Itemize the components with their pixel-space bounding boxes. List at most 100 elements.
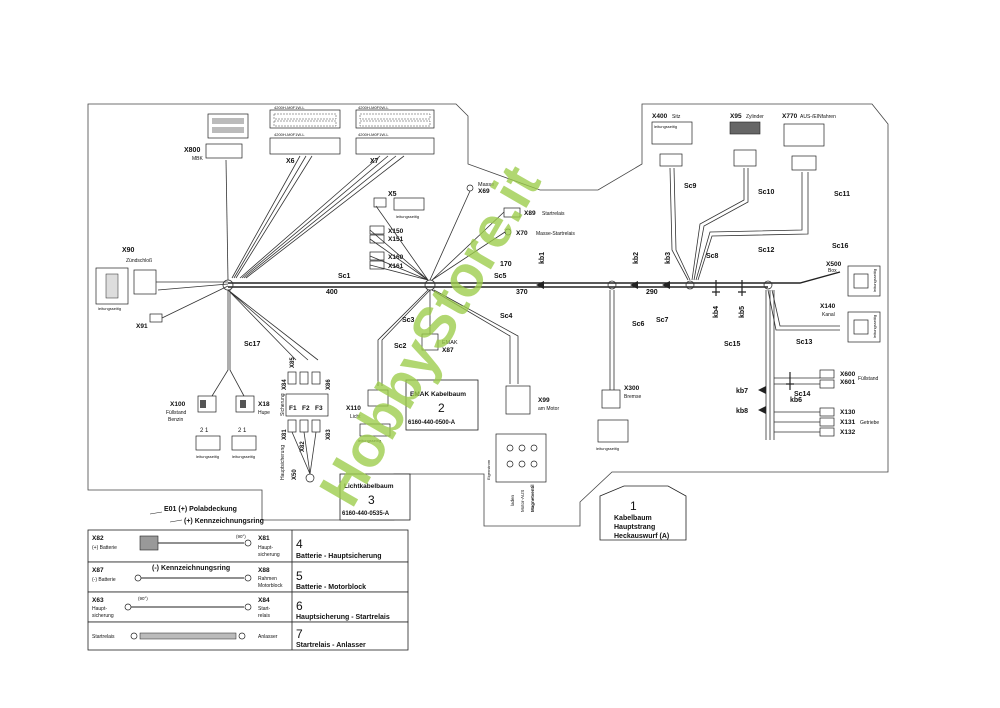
branch-sc13 <box>767 289 840 331</box>
zylinder-label: Zylinder <box>746 114 764 120</box>
branch-sc9 <box>669 167 691 281</box>
sc5-label: Sc5 <box>494 273 507 280</box>
kb6-label: kb6 <box>790 397 802 404</box>
connector-x69[interactable]: Masse X69 <box>466 182 494 195</box>
kb-markers: kb1 kb2 kb3 kb4 kb5 <box>536 252 746 318</box>
x6-top-code: 4200H-M0F1W-L <box>274 105 305 110</box>
x100-leitungsseitig: leitungsseitig <box>196 454 219 459</box>
cable-4-right-name2: sicherung <box>258 552 280 558</box>
x131-label: X131 <box>840 419 856 426</box>
sc2-label: Sc2 <box>394 343 407 350</box>
dim-400: 400 <box>326 289 338 296</box>
cable-4-left-code: X82 <box>92 535 104 542</box>
kb1-label: kb1 <box>539 252 546 264</box>
x85-label: X85 <box>290 357 296 368</box>
x500-label: X500 <box>826 261 842 268</box>
x89-label: X89 <box>524 210 536 217</box>
x7-label: X7 <box>370 158 379 165</box>
x6-bottom-code: 4200H-M0F1W-L <box>274 132 305 137</box>
x100-pins: 2 1 <box>200 428 209 434</box>
fuse-f3: F3 <box>315 405 323 412</box>
cable-6-left-name1: Haupt- <box>92 606 107 612</box>
cable-5-left-name: (-) Batterie <box>92 577 116 583</box>
x7-bottom-code: 4200H-M0F1W-L <box>358 132 389 137</box>
connector-x800[interactable]: X800 MBK <box>184 113 249 162</box>
branch-sc14 <box>774 377 820 385</box>
licht-kabelbaum-box: Lichtkabelbaum 3 6160-440-0535-A <box>339 473 411 521</box>
connector-x99[interactable]: X99 am Motor Eigenstrom Magnetventil Mot… <box>486 385 559 512</box>
cable-6-right-name1: Start- <box>258 606 271 612</box>
dim-170: 170 <box>500 261 512 268</box>
connector-x5[interactable]: X5 leitungsseitig <box>373 191 425 219</box>
cable-5-title: Batterie - Motorblock <box>296 584 366 591</box>
x140-leitungsseitig: leitungsseitig <box>872 315 877 338</box>
emak-kabelbaum-code: 6160-440-0500-A <box>408 420 456 426</box>
branch-sc4 <box>431 289 519 384</box>
branch-sc11 <box>695 172 809 281</box>
cable-6-angle: (90°) <box>138 596 148 601</box>
x400-leitungsseitig: leitungsseitig <box>654 124 677 129</box>
connector-x110[interactable]: X110 Licht 2 1 leitungsseitig <box>346 389 391 443</box>
hub-left <box>222 279 234 291</box>
connector-x70[interactable]: X70 Masse-Startrelais <box>504 228 575 237</box>
cable-6-right-code: X84 <box>258 597 270 604</box>
x18-label: X18 <box>258 401 270 408</box>
cable-7-num: 7 <box>296 627 303 641</box>
wires-x800 <box>225 159 229 281</box>
cable-4-top1: E01 (+) Polabdeckung <box>164 506 237 513</box>
connector-x87[interactable]: EMAK X87 <box>421 333 458 354</box>
magnetventil-label: Magnetventil <box>530 484 535 512</box>
connector-x18[interactable]: X18 Hupe 2 1 leitungsseitig <box>231 395 270 459</box>
dim-290: 290 <box>646 289 658 296</box>
x132-label: X132 <box>840 429 856 436</box>
zuendschloss-label: Zündschloß <box>126 258 152 264</box>
connector-x400[interactable]: X400 Sitz leitungsseitig <box>651 113 693 167</box>
cable-4-left-name: (+) Batterie <box>92 545 117 551</box>
sicherung-label: Sicherung <box>280 393 286 416</box>
wires-x90 <box>156 281 229 319</box>
sitz-label: Sitz <box>672 114 681 120</box>
x100-benzin: Benzin <box>168 417 184 423</box>
emak-kabelbaum-box: EMAK Kabelbaum 2 6160-440-0500-A <box>405 379 479 431</box>
callout-line-3: Heckauswurf (A) <box>614 533 669 540</box>
x70-label: X70 <box>516 230 528 237</box>
fuse-block[interactable]: F1 F2 F3 X85 X84 X86 Sicherung X81 X82 X… <box>280 357 332 483</box>
connector-x600-x601[interactable]: X600 X601 Füllstand <box>819 369 879 389</box>
connector-x500[interactable]: X500 Box leitungsseitig <box>826 261 881 297</box>
emak-kabelbaum-num: 2 <box>438 401 445 415</box>
x70-masse-startrelais: Masse-Startrelais <box>536 231 575 237</box>
x300-label: X300 <box>624 385 640 392</box>
licht-label: Licht <box>350 414 361 420</box>
connector-x7[interactable]: 4200H-M0F0W-L 4200H-M0F1W-L X7 <box>355 105 435 165</box>
cable-4-right-name1: Haupt- <box>258 545 273 551</box>
harness-trunk <box>228 271 841 284</box>
cable-5-right-name2: Motorblock <box>258 583 283 589</box>
wires-x89-x70 <box>431 211 506 281</box>
x83-label: X83 <box>326 429 332 440</box>
eigenstrom-label: Eigenstrom <box>486 459 491 480</box>
connector-x140[interactable]: X140 Kanal leitungsseitig <box>820 303 881 343</box>
sc12-label: Sc12 <box>758 247 774 254</box>
connector-x90[interactable]: X90 Zündschloß leitungsseitig <box>95 247 157 311</box>
connector-x6[interactable]: 4200H-M0F1W-L 4200H-M0F1W-L X6 <box>269 105 341 165</box>
callout-number: 1 <box>630 499 637 513</box>
kb3-label: kb3 <box>665 252 672 264</box>
harness-callout: 1 Kabelbaum Hauptstrang Heckauswurf (A) <box>599 485 687 541</box>
hauptsicherung-label: Hauptsicherung <box>280 445 286 480</box>
fuse-f2: F2 <box>302 405 310 412</box>
connector-x770[interactable]: X770 AUS-/EINfahren <box>782 113 836 171</box>
connector-x95[interactable]: X95 Zylinder <box>729 113 764 167</box>
cable-7-left-name: Startrelais <box>92 634 115 640</box>
connector-x100[interactable]: X100 Füllstand Benzin 2 1 leitungsseitig <box>166 395 221 459</box>
x300-leitungsseitig: leitungsseitig <box>596 446 619 451</box>
sc6-label: Sc6 <box>632 321 645 328</box>
connector-x300[interactable]: X300 Bremse leitungsseitig <box>596 385 641 451</box>
cable-7-right-name: Anlasser <box>258 634 278 640</box>
x110-label: X110 <box>346 405 361 412</box>
connector-x91[interactable]: X91 <box>136 313 163 330</box>
connector-x130-x132[interactable]: X130 X131 X132 Getriebe <box>819 407 879 437</box>
callout-line-2: Hauptstrang <box>614 524 655 531</box>
cable-7-title: Startrelais - Anlasser <box>296 642 366 649</box>
cable-6-left-code: X63 <box>92 597 104 604</box>
hub-sc6 <box>607 280 617 290</box>
